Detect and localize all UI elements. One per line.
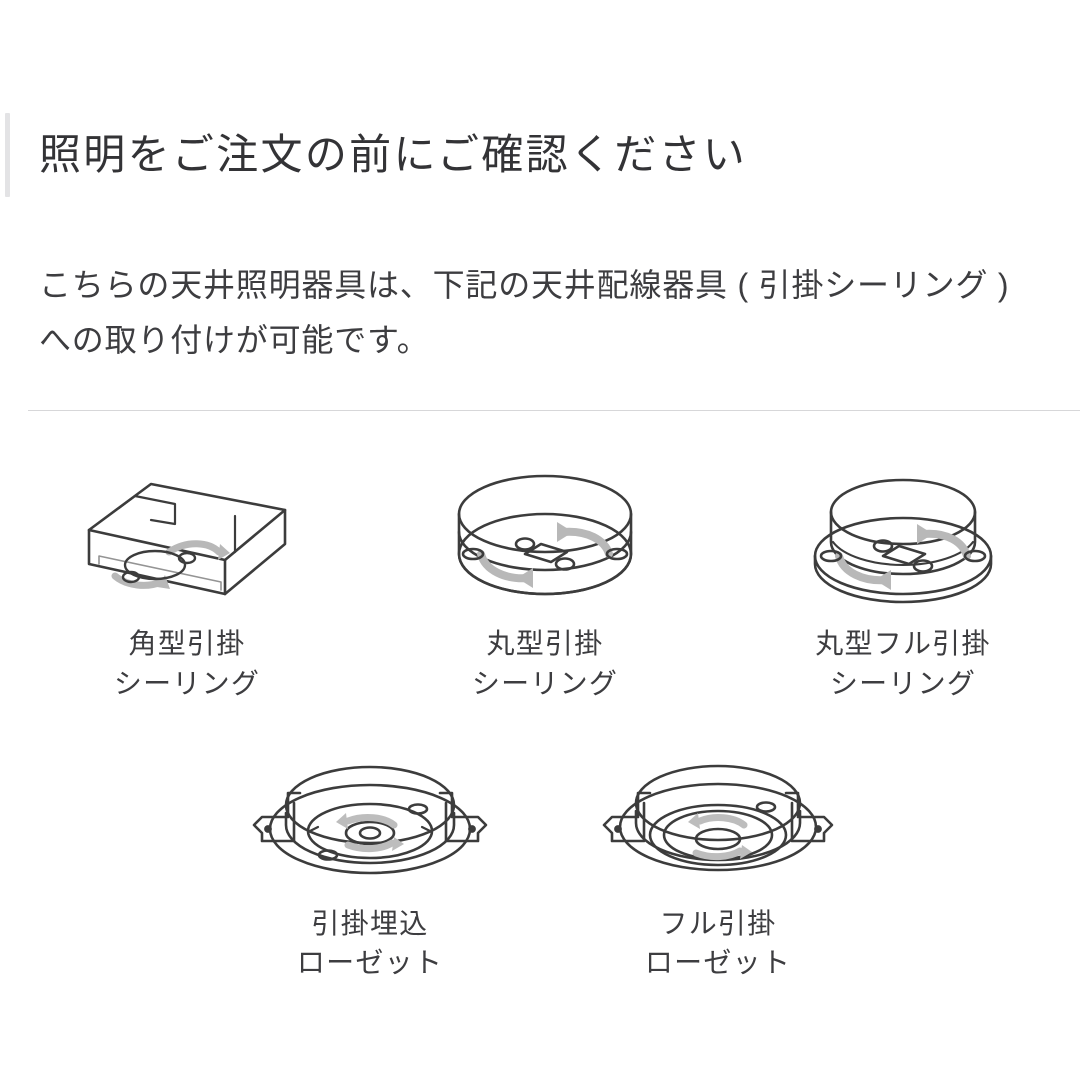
page-title: 照明をご注文の前にご確認ください [39, 130, 748, 178]
fitting-label-line1: 引掛埋込 [311, 907, 429, 939]
fitting-item-square-hook-ceiling: 角型引掛 シーリング [47, 470, 327, 704]
fitting-label-line1: 丸型フル引掛 [815, 628, 991, 659]
intro-line-1: こちらの天井照明器具は、下記の天井配線器具 ( 引掛シーリング ) [39, 267, 1010, 303]
square-ceiling-rose-icon [62, 470, 312, 610]
fitting-label-round-hook-ceiling: 丸型引掛 シーリング [472, 624, 618, 704]
round-ceiling-rose-icon [420, 470, 670, 610]
fitting-row-bottom: 引掛埋込 ローゼット [0, 740, 1080, 984]
fitting-label-round-full-hook-ceiling: 丸型フル引掛 シーリング [815, 624, 991, 704]
round-full-ceiling-rose-icon [778, 470, 1028, 610]
fitting-item-full-hook-rosette: フル引掛 ローゼット [578, 740, 858, 984]
fitting-label-full-hook-rosette: フル引掛 ローゼット [645, 904, 791, 984]
fitting-label-flush-mount-rosette: 引掛埋込 ローゼット [297, 904, 443, 984]
heading-accent-bar [5, 113, 10, 197]
fitting-label-line2: ローゼット [644, 947, 792, 979]
section-divider [28, 410, 1080, 411]
fitting-label-line2: シーリング [113, 667, 261, 699]
fitting-label-line2: ローゼット [296, 947, 444, 979]
flush-rosette-icon [245, 740, 495, 890]
fitting-label-line1: 角型引掛 [128, 628, 246, 659]
fitting-label-line2: シーリング [471, 667, 619, 699]
fitting-label-line2: シーリング [829, 667, 977, 699]
fitting-row-top: 角型引掛 シーリング [0, 470, 1080, 704]
page-heading: 照明をご注文の前にご確認ください [0, 112, 1080, 198]
fitting-item-round-hook-ceiling: 丸型引掛 シーリング [405, 470, 685, 704]
intro-line-2: への取り付けが可能です。 [39, 322, 430, 359]
fitting-label-square-hook-ceiling: 角型引掛 シーリング [114, 624, 260, 704]
intro-paragraph: こちらの天井照明器具は、下記の天井配線器具 ( 引掛シーリング ) への取り付け… [39, 258, 1074, 368]
fitting-type-gallery: 角型引掛 シーリング [0, 470, 1080, 983]
fitting-label-line1: フル引掛 [659, 907, 777, 939]
fitting-item-flush-mount-rosette: 引掛埋込 ローゼット [230, 740, 510, 984]
fitting-label-line1: 丸型引掛 [486, 628, 604, 659]
full-hook-rosette-icon [593, 740, 843, 890]
fitting-item-round-full-hook-ceiling: 丸型フル引掛 シーリング [763, 470, 1043, 704]
